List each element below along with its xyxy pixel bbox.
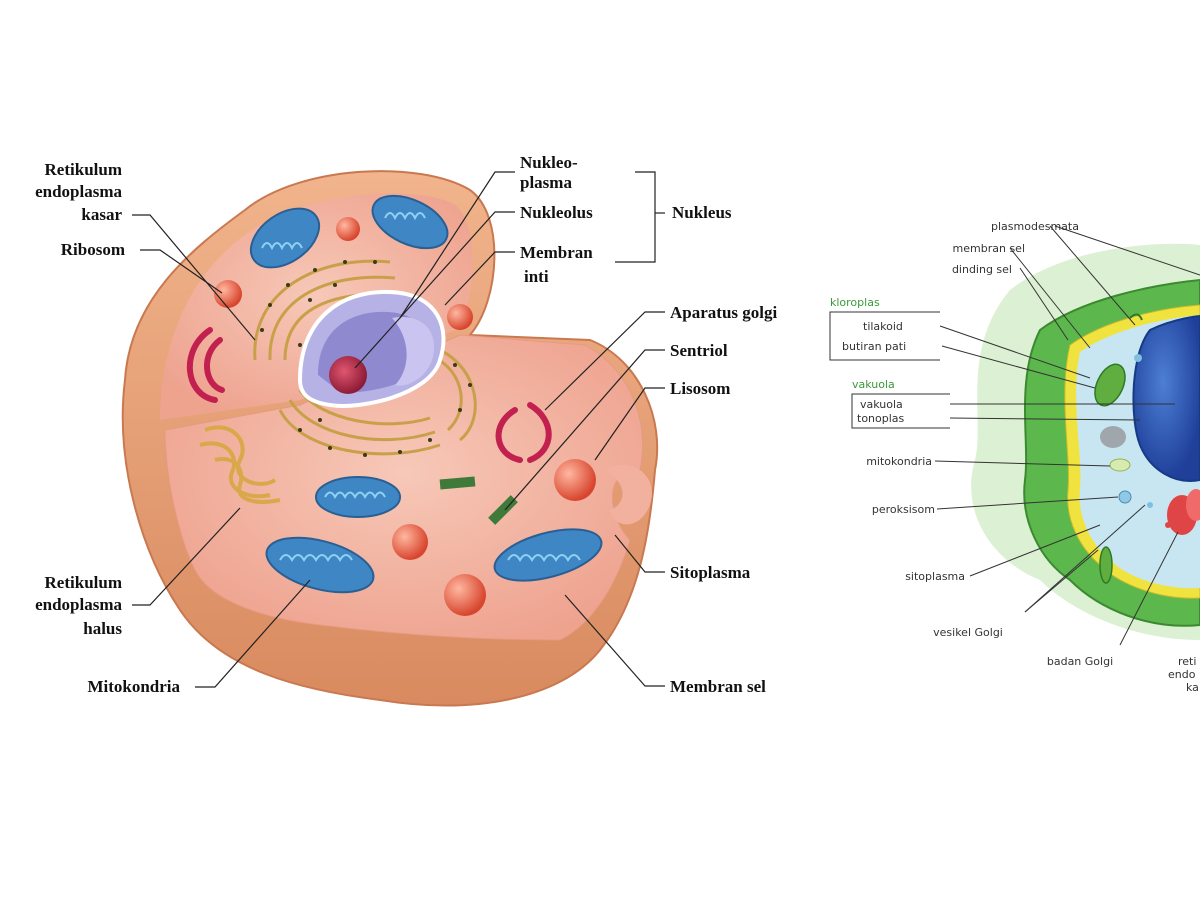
central-vacuole — [1132, 314, 1200, 482]
lysosomes — [214, 217, 596, 616]
nucleoplasma — [392, 317, 435, 386]
label-rek-kasar-3: kasar — [81, 205, 122, 224]
plant-label-membran-sel: membran sel — [953, 242, 1025, 255]
mitochondrion — [249, 207, 321, 269]
plant-leader-lines — [934, 225, 1200, 646]
ribosome-dots — [260, 260, 472, 457]
plant-golgi — [1165, 489, 1200, 535]
plant-label-reti-2: endo — [1168, 668, 1196, 681]
mitochondrion — [265, 536, 375, 594]
label-rek-halus-1: Retikulum — [45, 573, 122, 592]
label-nukleus: Nukleus — [672, 203, 732, 222]
ribosome — [214, 280, 242, 308]
plant-label-mitokondria: mitokondria — [866, 455, 932, 468]
plant-label-kloroplas: kloroplas — [830, 296, 880, 309]
lysosome — [444, 574, 486, 616]
lysosome — [447, 304, 473, 330]
peroxisome — [1118, 490, 1132, 504]
label-ribosom: Ribosom — [61, 240, 125, 259]
label-nukleolus: Nukleolus — [520, 203, 593, 222]
label-nukleoplasma-1: Nukleo- — [520, 153, 578, 172]
plant-cell: plasmodesmata membran sel dinding sel kl… — [829, 220, 1200, 694]
plant-label-reti-1: reti — [1178, 655, 1196, 668]
plant-brackets — [829, 311, 950, 429]
chloroplast — [1094, 363, 1126, 407]
mitochondrion — [315, 476, 401, 518]
smooth-er — [199, 425, 281, 504]
label-membran-inti-1: Membran — [520, 243, 593, 262]
golgi-apparatus — [186, 327, 552, 463]
mitochondrion — [371, 194, 449, 250]
plant-label-reti-3: ka — [1186, 681, 1199, 694]
plant-label-plasmodesmata: plasmodesmata — [991, 220, 1079, 233]
plant-label-peroksisom: peroksisom — [872, 503, 935, 516]
label-mitokondria: Mitokondria — [87, 677, 180, 696]
plant-label-sitoplasma: sitoplasma — [905, 570, 965, 583]
label-lisosom: Lisosom — [670, 379, 730, 398]
mitochondria-cristae — [261, 212, 581, 562]
plant-label-tonoplas: tonoplas — [857, 412, 905, 425]
label-membran-inti-2: inti — [524, 267, 549, 286]
plant-label-butiran-pati: butiran pati — [842, 340, 906, 353]
label-rek-kasar-2: endoplasma — [35, 182, 122, 201]
label-sitoplasma: Sitoplasma — [670, 563, 751, 582]
animal-cell: Retikulum endoplasma kasar Ribosom Retik… — [35, 153, 777, 707]
label-membran-sel: Membran sel — [670, 677, 766, 696]
label-rek-halus-2: endoplasma — [35, 595, 122, 614]
centrioles — [439, 476, 518, 525]
lysosome — [554, 459, 596, 501]
plant-label-badan-golgi: badan Golgi — [1047, 655, 1113, 668]
animal-leader-lines — [132, 171, 665, 688]
label-nukleoplasma-2: plasma — [520, 173, 572, 192]
plant-label-dinding-sel: dinding sel — [952, 263, 1012, 276]
label-sentriol: Sentriol — [670, 341, 728, 360]
lysosome — [392, 524, 428, 560]
label-rek-kasar-1: Retikulum — [45, 160, 122, 179]
plant-label-vesikel-golgi: vesikel Golgi — [933, 626, 1003, 639]
label-aparatus-golgi: Aparatus golgi — [670, 303, 777, 322]
plant-label-vakuola: vakuola — [860, 398, 903, 411]
plant-label-tilakoid: tilakoid — [863, 320, 903, 333]
lysosome — [336, 217, 360, 241]
plant-mitochondrion — [1109, 458, 1131, 472]
chloroplast — [1099, 546, 1113, 584]
label-rek-halus-3: halus — [83, 619, 122, 638]
plant-label-vakuola-group: vakuola — [852, 378, 895, 391]
